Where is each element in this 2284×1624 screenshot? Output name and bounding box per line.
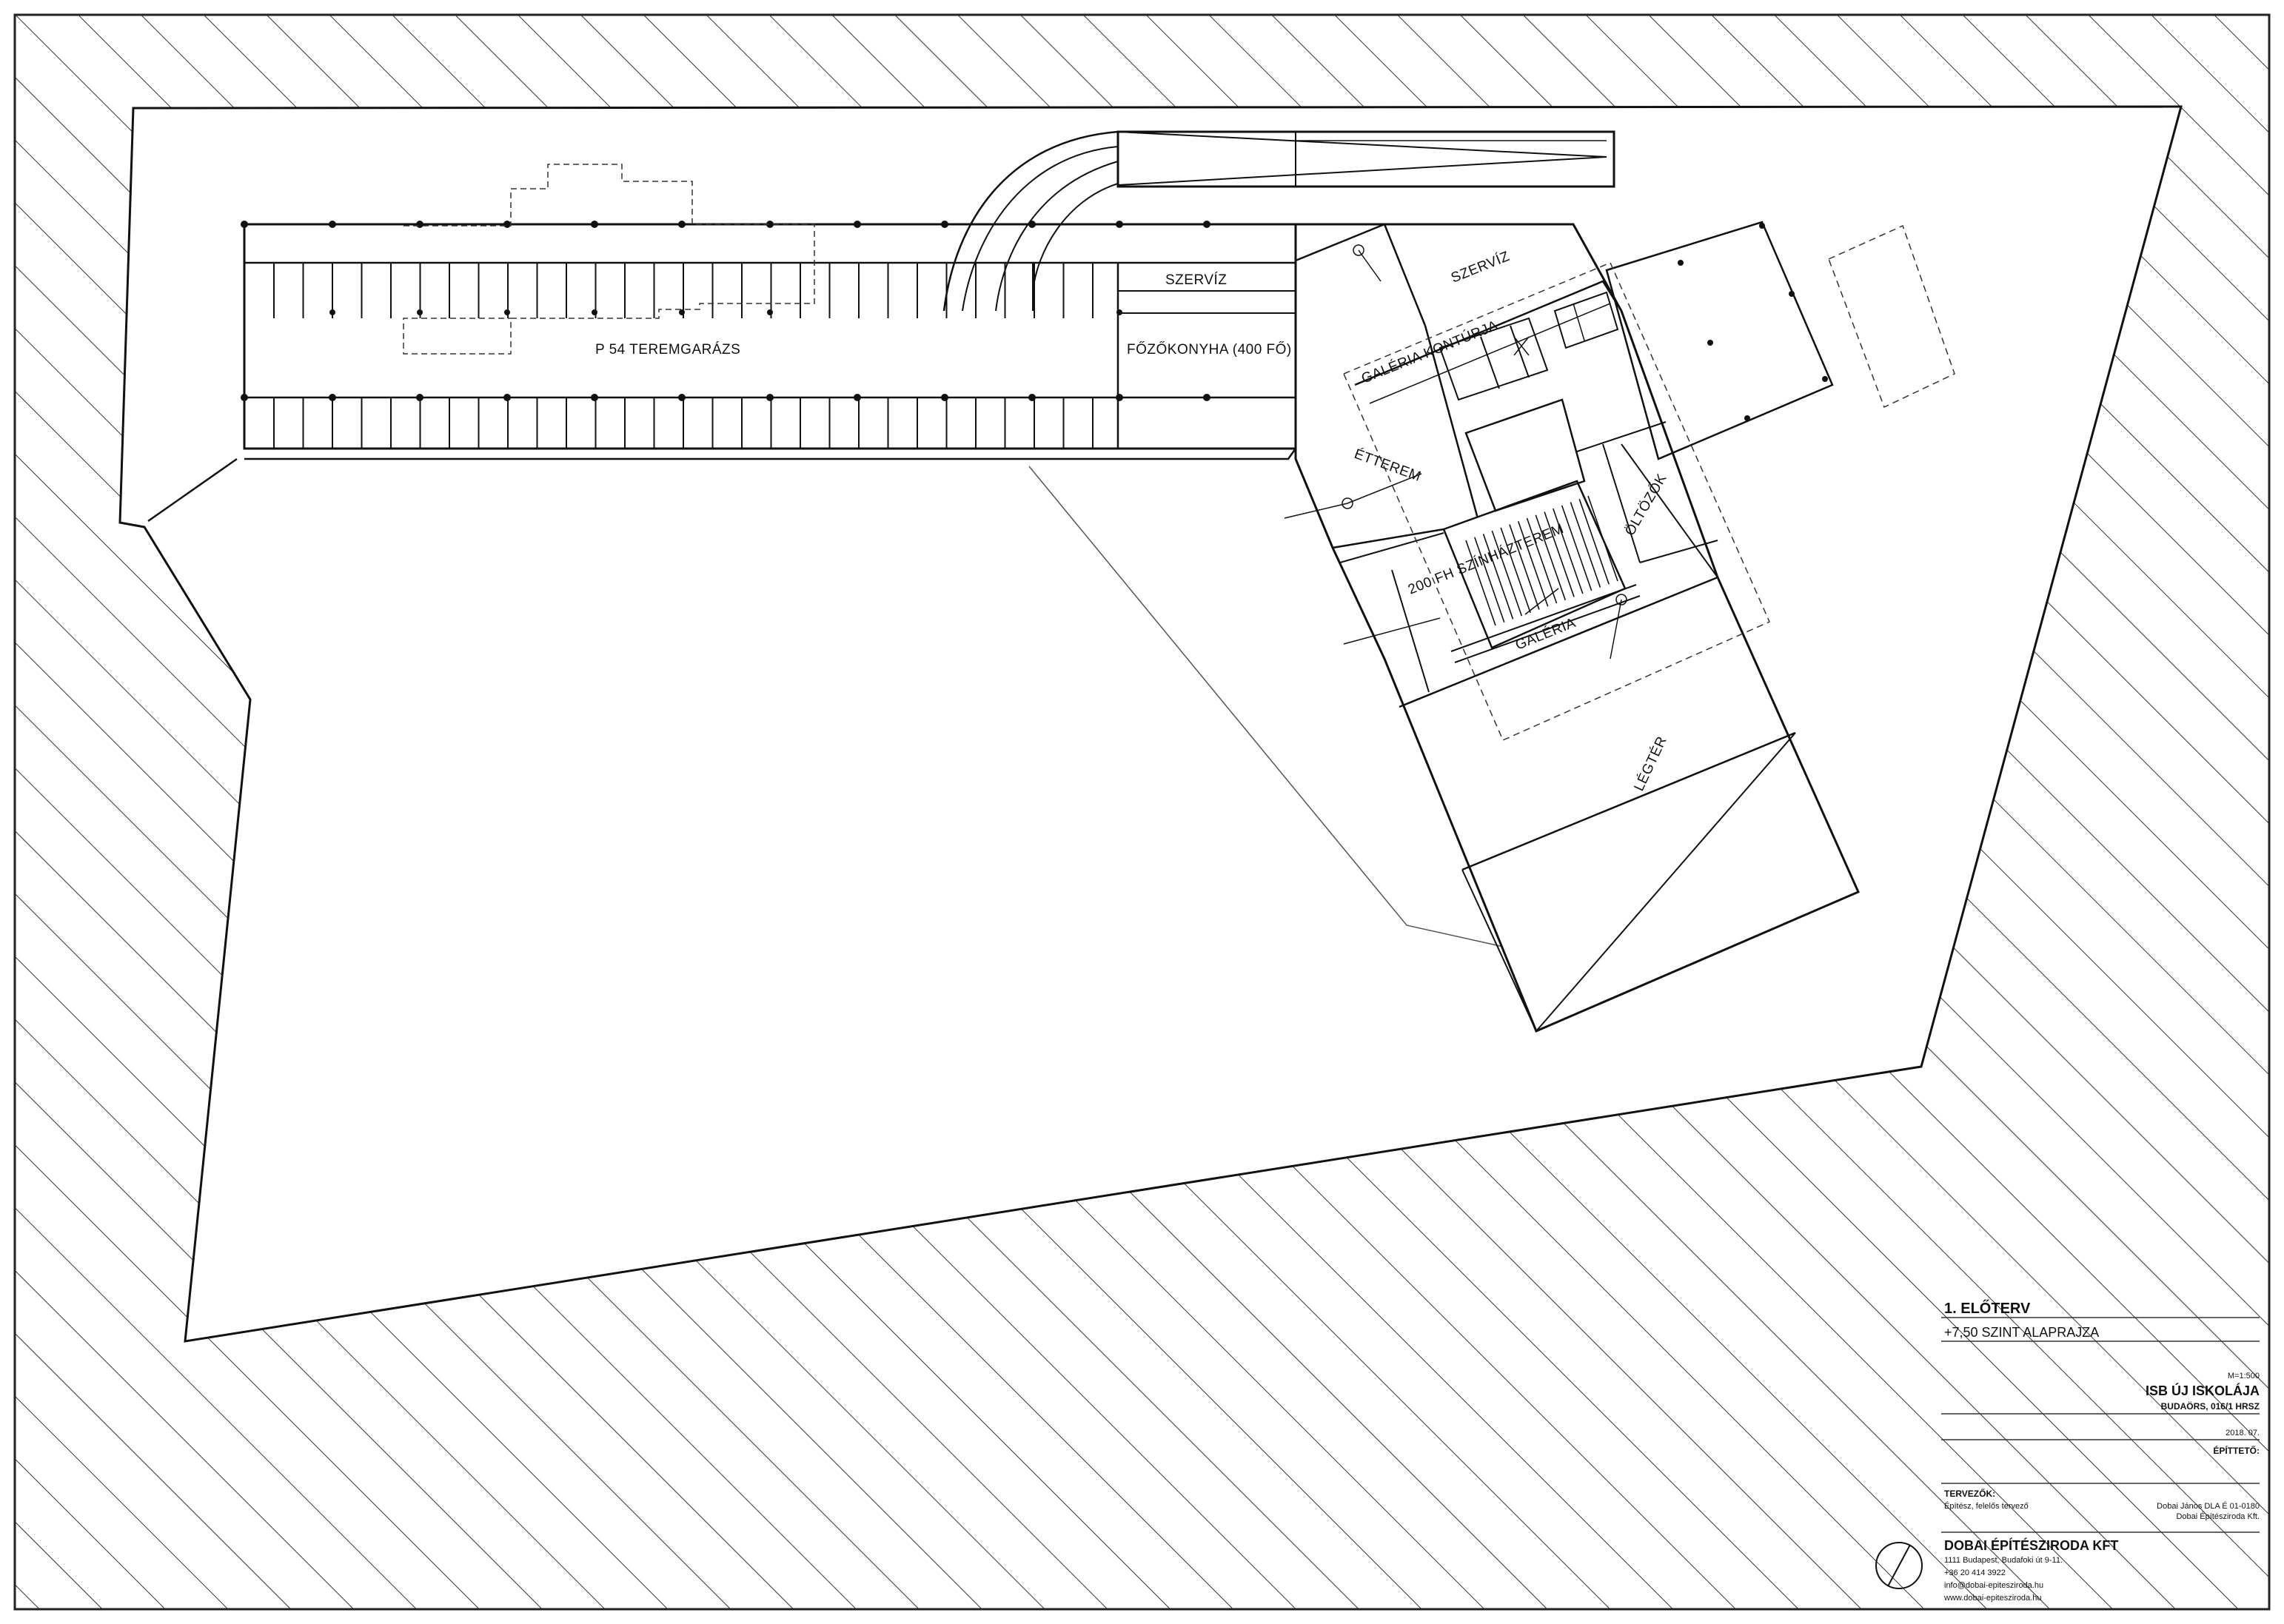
tb-project: ISB ÚJ ISKOLÁJA [2146,1383,2260,1398]
theatre-seating [1465,495,1618,626]
tb-designer-name: Dobai János DLA É 01-0180 [2157,1501,2260,1511]
tb-drawing: +7,50 SZINT ALAPRAJZA [1944,1325,2099,1340]
tb-firm-name: DOBAI ÉPÍTÉSZIRODA KFT [1944,1537,2118,1553]
tb-firm-address: 1111 Budapest, Budafoki út 9-11. [1944,1556,2063,1565]
structural-columns [241,221,1210,401]
tb-client-label: ÉPÍTTETŐ: [2213,1445,2260,1456]
tb-firm-phone: +36 20 414 3922 [1944,1568,2006,1577]
reference-line [1028,466,1541,956]
title-block: 1. ELŐTERV +7,50 SZINT ALAPRAJZA M=1:500… [1941,1300,2260,1603]
label-garage: P 54 TEREMGARÁZS [595,342,740,358]
tb-scale: M=1:500 [2228,1372,2260,1380]
underground-garage-outline [403,164,815,355]
label-kitchen: FŐZŐKONYHA (400 FŐ) [1127,341,1292,358]
tb-location: BUDAÖRS, 016/1 HRSZ [2161,1400,2260,1412]
label-service-left: SZERVÍZ [1165,272,1227,288]
tb-firm-email: info@dobai-epitesziroda.hu [1944,1581,2043,1590]
tb-stage: 1. ELŐTERV [1944,1300,2031,1317]
tb-designer-firm: Dobai Építésziroda Kft. [2176,1511,2260,1521]
garage-block [147,164,1297,523]
north-arrow [1875,1542,1923,1589]
tb-designers-label: TERVEZŐK: [1944,1488,1995,1499]
tb-designer-role: Építész, felelős tervező [1944,1501,2029,1511]
tb-date: 2018. 07. [2226,1429,2260,1437]
main-building [1284,221,1955,1033]
ramp [942,130,1615,312]
tb-firm-web: www.dobai-epitesziroda.hu [1943,1594,2041,1603]
parking-stalls [273,263,1094,449]
